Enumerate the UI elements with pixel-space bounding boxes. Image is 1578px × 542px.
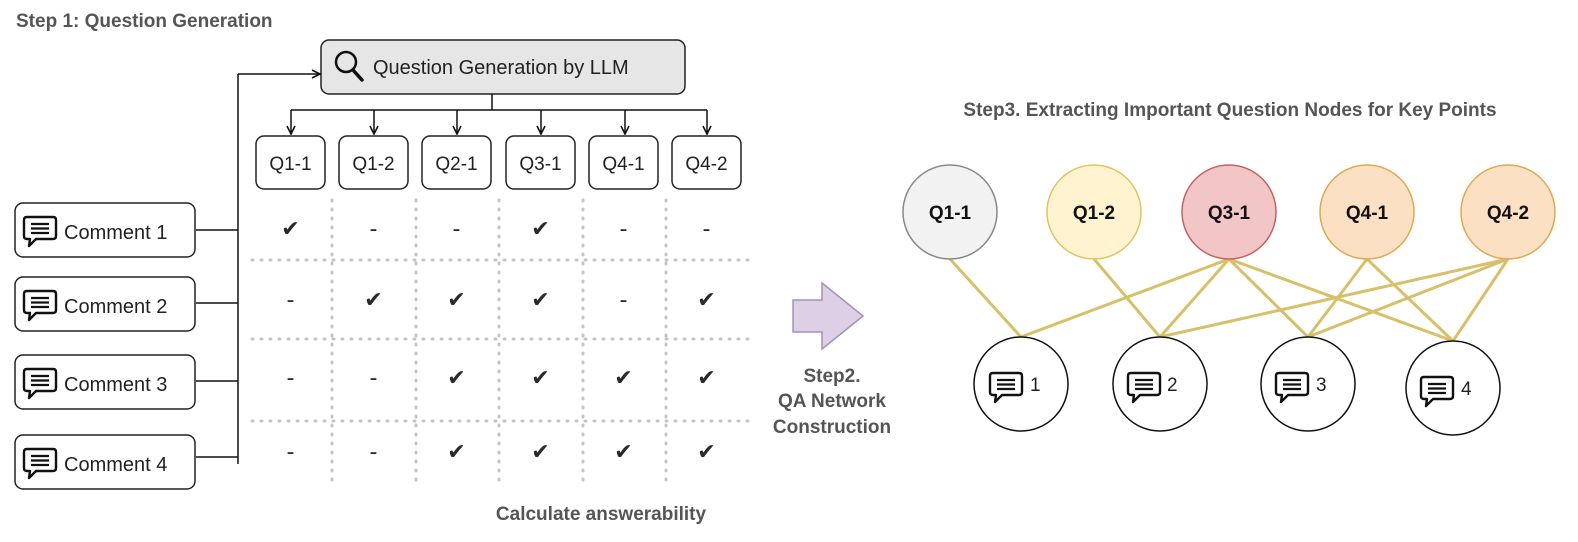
question-box-label: Q4-1 [602,154,644,175]
network-edge [1365,257,1455,343]
comment-icon [1274,371,1310,404]
network-edge [948,257,1023,339]
network-edges [948,257,1510,343]
search-icon [334,50,364,82]
comment-node-label: 2 [1167,375,1178,396]
matrix-cell: ✔ [447,366,465,391]
llm-fanout-arrows [291,94,707,134]
network-edge [1020,257,1230,339]
question-box-label: Q3-1 [519,154,561,175]
matrix-cell: ✔ [531,366,549,391]
question-node-label: Q1-2 [1073,203,1115,224]
comment-box-label: Comment 2 [64,296,167,318]
matrix-cell: ✔ [614,366,632,391]
step2-arrow [792,281,865,351]
matrix-cell: - [287,288,295,313]
network-edge [1159,257,1509,339]
question-box: Q1-1 [255,135,326,190]
llm-box: Question Generation by LLM [320,39,686,95]
comment-icon [22,289,58,322]
step2-label: Step2. QA Network Construction [773,366,891,438]
comment-node-label: 1 [1030,375,1041,396]
matrix-cell: ✔ [364,288,382,313]
question-node-label: Q4-2 [1487,203,1529,224]
matrix-cell: ✔ [614,440,632,465]
question-box: Q2-1 [421,135,492,190]
network-comment-node: 2 [1112,336,1208,432]
question-box: Q3-1 [505,135,576,190]
step2-label-line1: Step2. [803,366,860,387]
comment-icon [988,371,1024,404]
network-edge [1307,257,1509,339]
llm-box-label: Question Generation by LLM [373,57,629,79]
step1-heading: Step 1: Question Generation [16,11,273,32]
matrix-cell: ✔ [531,440,549,465]
matrix-cell: - [620,217,628,242]
network-question-node: Q1-2 [1046,164,1142,260]
matrix-cell: - [287,440,295,465]
network-question-node: Q4-1 [1319,164,1415,260]
question-box-label: Q1-1 [269,154,311,175]
comment-box: Comment 4 [14,434,196,490]
step3-heading: Step3. Extracting Important Question Nod… [963,100,1496,121]
matrix-cell: - [703,217,711,242]
network-question-node: Q3-1 [1181,164,1277,260]
answerability-matrix: ✔ - - ✔ - - - ✔ ✔ ✔ - ✔ - - ✔ ✔ ✔ ✔ - - … [281,217,715,465]
comment-node-label: 3 [1316,375,1327,396]
question-box: Q1-2 [338,135,409,190]
network-comment-node: 4 [1405,340,1501,436]
question-box: Q4-1 [588,135,659,190]
answerability-caption: Calculate answerability [496,504,707,525]
matrix-cell: - [370,366,378,391]
comment-feed-arrow [196,74,320,464]
matrix-cell: - [453,217,461,242]
comment-node-label: 4 [1461,379,1472,400]
step2-label-line2: QA Network [778,391,886,412]
comment-box-label: Comment 4 [64,454,167,476]
matrix-cell: ✔ [447,288,465,313]
matrix-cell: ✔ [697,288,715,313]
matrix-cell: - [287,366,295,391]
network-edge [1227,257,1310,339]
matrix-cell: ✔ [531,217,549,242]
comment-box-label: Comment 1 [64,222,167,244]
comment-icon [1126,371,1162,404]
network-question-node: Q1-1 [902,164,998,260]
comment-icon [22,367,58,400]
comment-icon [22,447,58,480]
matrix-cell: ✔ [447,440,465,465]
network-comment-node: 3 [1260,336,1356,432]
comment-box-label: Comment 3 [64,374,167,396]
network-edge [1158,258,1231,338]
question-box-label: Q2-1 [435,154,477,175]
matrix-cell: ✔ [531,288,549,313]
question-box-label: Q4-2 [685,154,727,175]
question-box: Q4-2 [671,135,742,190]
network-edge [1451,258,1510,342]
network-edge [1228,257,1454,343]
comment-box: Comment 2 [14,276,196,332]
matrix-cell: ✔ [697,366,715,391]
comment-box: Comment 3 [14,354,196,410]
matrix-cell: - [370,440,378,465]
matrix-cell: ✔ [697,440,715,465]
matrix-grid [250,198,750,490]
question-node-label: Q3-1 [1208,203,1251,224]
question-box-label: Q1-2 [352,154,394,175]
question-node-label: Q1-1 [929,203,972,224]
network-question-node: Q4-2 [1460,164,1556,260]
matrix-cell: ✔ [281,217,299,242]
comment-box: Comment 1 [14,202,196,258]
comment-icon [22,215,58,248]
matrix-cell: - [370,217,378,242]
question-node-label: Q4-1 [1346,203,1389,224]
comment-icon [1419,375,1455,408]
network-comment-node: 1 [973,336,1069,432]
matrix-cell: - [620,288,628,313]
step2-label-line3: Construction [773,417,891,438]
